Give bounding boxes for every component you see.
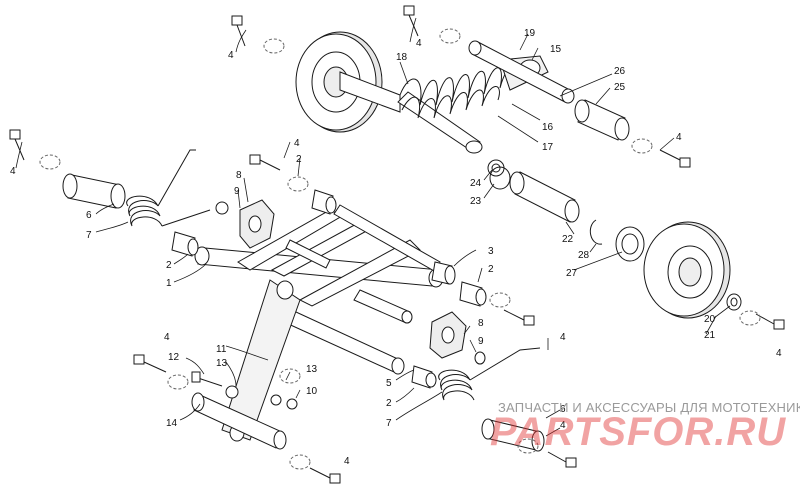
callout-6: 6 xyxy=(86,210,92,221)
washer-9-upper xyxy=(215,201,229,215)
bolt-4-i xyxy=(309,467,341,484)
retaining-ring-28 xyxy=(589,219,603,245)
callout-17: 17 xyxy=(542,142,554,153)
washer-outlines xyxy=(39,28,761,470)
callout-4: 4 xyxy=(416,38,422,49)
front-idler-wheel-left xyxy=(295,31,383,133)
callout-25: 25 xyxy=(614,82,626,93)
bolt-12 xyxy=(191,371,223,387)
callout-5: 5 xyxy=(386,378,392,389)
callout-19: 19 xyxy=(524,28,536,39)
callout-labels: 4 4 4 4 2 8 9 6 7 2 1 3 2 8 9 4 5 2 7 6 … xyxy=(10,28,782,467)
callout-20: 20 xyxy=(704,314,716,325)
callout-26: 26 xyxy=(614,66,626,77)
watermark-caption: ЗАПЧАСТИ И АКСЕССУАРЫ ДЛЯ МОТОТЕХНИКИ xyxy=(498,400,800,415)
bolt-4-h xyxy=(133,354,167,373)
callout-7: 7 xyxy=(86,230,92,241)
upper-axle-right xyxy=(468,40,575,104)
callout-11: 11 xyxy=(216,344,227,355)
ring-23 xyxy=(489,166,511,190)
callout-4: 4 xyxy=(294,138,300,149)
block-8-lower xyxy=(429,311,467,359)
idler-wheel-right xyxy=(643,221,731,319)
bushing-2-lower xyxy=(411,365,437,389)
callout-2: 2 xyxy=(166,260,172,271)
callout-13: 13 xyxy=(306,364,318,375)
bearing-27 xyxy=(615,226,645,262)
nut-10 xyxy=(286,398,298,410)
callout-24: 24 xyxy=(470,178,482,189)
bolt-4-d xyxy=(249,154,281,171)
callout-4: 4 xyxy=(344,456,350,467)
callout-23: 23 xyxy=(470,196,482,207)
bolt-4-f xyxy=(503,309,535,326)
bushing-2-left xyxy=(171,231,199,257)
callout-10: 10 xyxy=(306,386,318,397)
washer-13-left xyxy=(225,385,239,399)
bushing-2-right xyxy=(459,281,487,307)
callout-16: 16 xyxy=(542,122,554,133)
callout-21: 21 xyxy=(704,330,716,341)
torsion-spring-7-right xyxy=(438,347,541,401)
callout-3: 3 xyxy=(488,246,494,257)
callout-8: 8 xyxy=(478,318,484,329)
torsion-spring-7-left xyxy=(126,149,211,227)
callout-2: 2 xyxy=(296,154,302,165)
spacer-6-right xyxy=(481,418,545,452)
callout-12: 12 xyxy=(168,352,180,363)
spacer-25 xyxy=(574,99,630,141)
callout-27: 27 xyxy=(566,268,578,279)
callout-28: 28 xyxy=(578,250,590,261)
callout-2: 2 xyxy=(386,398,392,409)
shock-body xyxy=(397,91,483,154)
bolt-4-c xyxy=(9,129,25,161)
bushing-2-upper xyxy=(311,189,337,215)
spacer-6-left xyxy=(62,173,126,209)
callout-4: 4 xyxy=(776,348,782,359)
coil-spring xyxy=(399,66,517,119)
wheel-axle xyxy=(339,71,401,113)
rear-arm-1 xyxy=(194,204,444,375)
watermark-logo: PARTSFOR.RU xyxy=(490,410,787,454)
bolt-4-e xyxy=(659,149,691,168)
washer-9-lower xyxy=(474,351,486,365)
callout-22: 22 xyxy=(562,234,574,245)
callout-4: 4 xyxy=(560,420,566,431)
callout-9: 9 xyxy=(234,186,240,197)
link-arm-11 xyxy=(221,279,301,442)
bolt-4-a xyxy=(231,15,246,47)
callout-4: 4 xyxy=(164,332,170,343)
callout-15: 15 xyxy=(550,44,562,55)
callout-13: 13 xyxy=(216,358,228,369)
spacer-22 xyxy=(509,171,580,223)
callout-4: 4 xyxy=(560,332,566,343)
callout-1: 1 xyxy=(166,278,172,289)
bolt-4-j xyxy=(547,451,577,468)
bushing-3 xyxy=(431,261,456,285)
washer-13-right xyxy=(270,394,282,406)
block-8-upper xyxy=(239,199,275,249)
callout-18: 18 xyxy=(396,52,408,63)
shaft-14 xyxy=(191,392,287,450)
leader-lines xyxy=(15,17,731,437)
callout-7: 7 xyxy=(386,418,392,429)
washer-20 xyxy=(726,293,742,311)
callout-6: 6 xyxy=(560,404,566,415)
callout-4: 4 xyxy=(228,50,234,61)
bolt-4-b xyxy=(403,5,419,37)
callout-4: 4 xyxy=(676,132,682,143)
callout-9: 9 xyxy=(478,336,484,347)
callout-14: 14 xyxy=(166,418,178,429)
callout-2: 2 xyxy=(488,264,494,275)
callout-4: 4 xyxy=(10,166,16,177)
callout-8: 8 xyxy=(236,170,242,181)
